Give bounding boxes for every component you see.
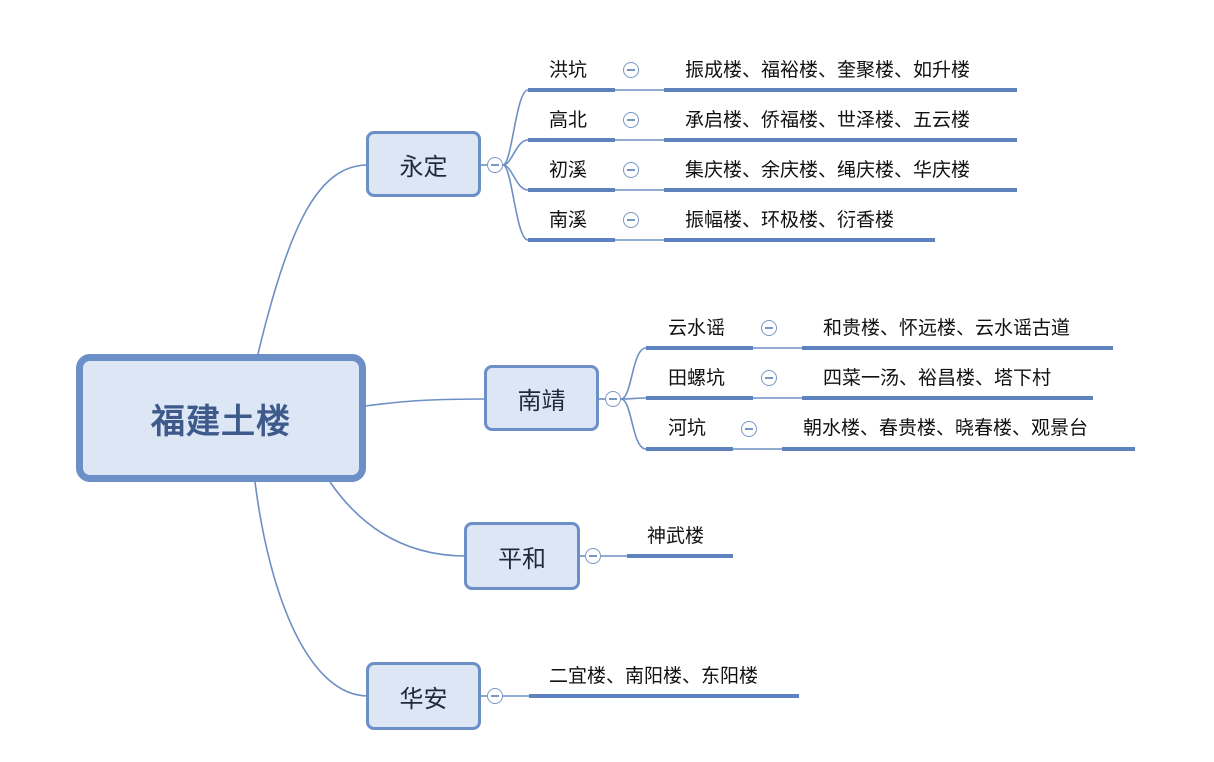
- town-underline: [528, 188, 615, 192]
- region-label: 平和: [498, 544, 546, 573]
- town-underline: [528, 88, 615, 92]
- region-node-pinghe[interactable]: 平和: [464, 522, 580, 590]
- buildings-label-hongkeng: 振成楼、福裕楼、奎聚楼、如升楼: [685, 59, 971, 81]
- collapse-toggle-hongkeng[interactable]: [623, 62, 639, 78]
- town-label-chuxi: 初溪: [549, 159, 588, 181]
- buildings-underline: [664, 138, 1017, 142]
- buildings-label-nanxi: 振幅楼、环极楼、衍香楼: [685, 209, 895, 231]
- buildings-underline: [664, 238, 935, 242]
- collapse-toggle-yunshuiyao[interactable]: [761, 320, 777, 336]
- connector-nanjing-yunshuiyao: [620, 347, 647, 400]
- leaf-underline: [529, 694, 799, 698]
- region-label: 南靖: [517, 386, 566, 415]
- collapse-toggle-yongding[interactable]: [487, 157, 503, 173]
- region-node-yongding[interactable]: 永定: [366, 131, 481, 197]
- buildings-label-tianluokeng: 四菜一汤、裕昌楼、塔下村: [823, 367, 1052, 389]
- buildings-underline: [664, 88, 1017, 92]
- region-label: 永定: [399, 152, 448, 181]
- connector-root-huaan: [254, 481, 369, 697]
- connector-nanjing-tianluokeng: [620, 397, 647, 400]
- region-node-huaan[interactable]: 华安: [366, 662, 481, 730]
- town-label-gaobei: 高北: [549, 109, 588, 131]
- connector-yongding-gaobei: [502, 139, 529, 166]
- collapse-toggle-pinghe[interactable]: [585, 548, 601, 564]
- town-label-hekeng: 河坑: [668, 417, 707, 439]
- connector-root-pinghe: [329, 481, 467, 557]
- root-node[interactable]: 福建土楼: [76, 354, 366, 482]
- leaf-underline: [627, 554, 733, 558]
- buildings-underline: [782, 447, 1135, 451]
- connector-yongding-nanxi: [502, 164, 529, 241]
- town-underline: [528, 238, 615, 242]
- buildings-underline: [802, 396, 1093, 400]
- connector-yongding-hongkeng: [502, 89, 529, 166]
- town-underline: [646, 447, 733, 451]
- connector-root-nanjing: [364, 398, 487, 407]
- leaf-label-pinghe: 神武楼: [647, 525, 705, 547]
- leaf-label-huaan: 二宜楼、南阳楼、东阳楼: [549, 665, 759, 687]
- town-label-yunshuiyao: 云水谣: [668, 317, 726, 339]
- root-label: 福建土楼: [151, 401, 291, 442]
- collapse-toggle-gaobei[interactable]: [623, 112, 639, 128]
- buildings-underline: [802, 346, 1113, 350]
- buildings-label-chuxi: 集庆楼、余庆楼、绳庆楼、华庆楼: [685, 159, 971, 181]
- town-label-nanxi: 南溪: [549, 209, 588, 231]
- collapse-toggle-tianluokeng[interactable]: [761, 370, 777, 386]
- collapse-toggle-hekeng[interactable]: [741, 421, 757, 437]
- connector-root-yongding: [257, 164, 369, 355]
- connector-nanjing-hekeng: [620, 398, 647, 450]
- region-node-nanjing[interactable]: 南靖: [484, 365, 599, 431]
- buildings-underline: [664, 188, 1017, 192]
- town-underline: [528, 138, 615, 142]
- buildings-label-hekeng: 朝水楼、春贵楼、晓春楼、观景台: [803, 417, 1089, 439]
- buildings-label-yunshuiyao: 和贵楼、怀远楼、云水谣古道: [823, 317, 1071, 339]
- buildings-label-gaobei: 承启楼、侨福楼、世泽楼、五云楼: [685, 109, 971, 131]
- town-underline: [646, 396, 753, 400]
- collapse-toggle-chuxi[interactable]: [623, 162, 639, 178]
- town-label-tianluokeng: 田螺坑: [668, 367, 726, 389]
- region-label: 华安: [399, 684, 448, 713]
- collapse-toggle-nanjing[interactable]: [605, 391, 621, 407]
- collapse-toggle-huaan[interactable]: [487, 688, 503, 704]
- collapse-toggle-nanxi[interactable]: [623, 212, 639, 228]
- town-underline: [646, 346, 753, 350]
- town-label-hongkeng: 洪坑: [549, 59, 588, 81]
